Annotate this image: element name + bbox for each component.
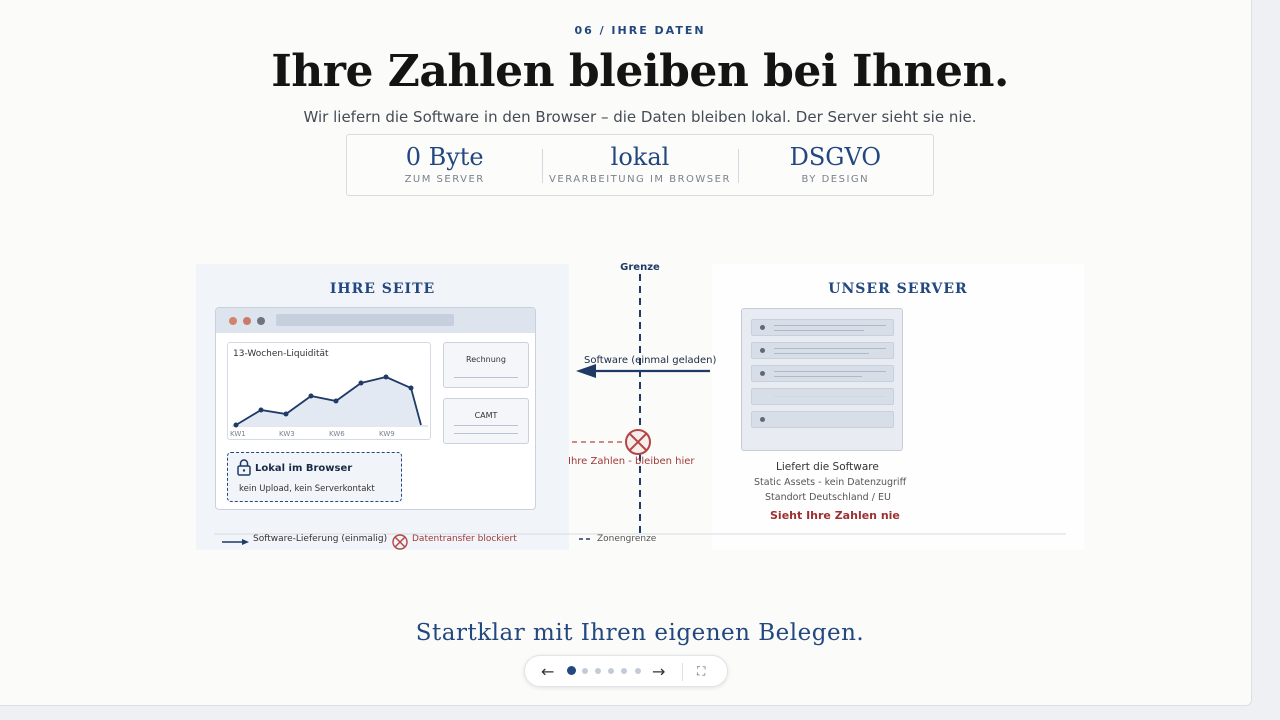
stat-label: ZUM SERVER (404, 174, 485, 185)
zone-title-your-side: IHRE SEITE (329, 281, 436, 297)
data-flow-diagram: IHRE SEITE 13-Wochen-Liquidität (196, 258, 1086, 550)
chart-title: 13-Wochen-Liquidität (233, 349, 329, 359)
window-close-dot-icon (229, 317, 237, 325)
zone-our-server: UNSER SERVER Liefert die Software Static… (712, 264, 1084, 550)
chart-point (333, 398, 339, 404)
liquidity-chart-card: 13-Wochen-Liquidität KW1 (227, 342, 431, 440)
legend-blocked-mark (392, 534, 408, 550)
doc-card-invoice: Rechnung (443, 342, 529, 388)
chart-area (236, 377, 421, 425)
chart-point (233, 422, 239, 428)
pager-dot-5[interactable] (621, 668, 627, 674)
chart-point (358, 380, 364, 386)
page-title: Ihre Zahlen bleiben bei Ihnen. (271, 46, 1009, 97)
pager-dot-3[interactable] (595, 668, 601, 674)
chart-tick: KW1 (230, 430, 246, 438)
stat-label: VERARBEITUNG IM BROWSER (549, 174, 731, 185)
local-box-title: Lokal im Browser (255, 463, 353, 474)
next-slide-button[interactable]: → (652, 662, 666, 681)
server-caption: Liefert die Software (776, 461, 879, 473)
tagline: Startklar mit Ihren eigenen Belegen. (415, 620, 865, 646)
stat-dsgvo: DSGVO BY DESIGN (737, 135, 933, 195)
chart-tick: KW3 (279, 430, 295, 438)
local-processing-box: Lokal im Browser kein Upload, kein Serve… (227, 452, 402, 502)
doc-card-camt: CAMT (443, 398, 529, 444)
doc-line (454, 425, 518, 426)
server-rack (741, 308, 903, 451)
doc-card-label: Rechnung (466, 355, 506, 364)
blocked-data-label: Ihre Zahlen - bleiben hier (568, 456, 695, 467)
slide-pager: ← → ⛶ (524, 655, 728, 687)
stat-value: DSGVO (789, 143, 882, 171)
pager-dot-6[interactable] (635, 668, 641, 674)
window-maximize-dot-icon (257, 317, 265, 325)
prev-slide-button[interactable]: ← (541, 662, 555, 681)
stat-zero-bytes: 0 Byte ZUM SERVER (347, 135, 542, 195)
chart-point (308, 393, 314, 399)
boundary-label: Grenze (620, 262, 660, 273)
stat-value: 0 Byte (405, 143, 484, 171)
software-flow-label: Software (einmal geladen) (584, 355, 717, 366)
chart-point (383, 374, 389, 380)
server-unit (751, 411, 894, 428)
legend-blocked: Datentransfer blockiert (412, 534, 517, 544)
flow-overlay (214, 274, 1066, 550)
lock-icon (237, 459, 251, 476)
zone-your-side: IHRE SEITE 13-Wochen-Liquidität (196, 264, 569, 550)
legend-delivery: Software-Lieferung (einmalig) (253, 534, 388, 544)
page-subtitle: Wir liefern die Software in den Browser … (303, 108, 977, 126)
window-minimize-dot-icon (243, 317, 251, 325)
url-bar (276, 314, 454, 326)
server-led-icon (760, 348, 765, 353)
server-never-sees-data: Sieht Ihre Zahlen nie (770, 509, 900, 522)
pager-dot-4[interactable] (608, 668, 614, 674)
fullscreen-icon[interactable]: ⛶ (697, 664, 706, 678)
local-box-subtitle: kein Upload, kein Serverkontakt (239, 484, 375, 494)
stat-value: lokal (610, 143, 670, 171)
section-eyebrow: 06 / IHRE DATEN (574, 24, 706, 37)
doc-line (454, 377, 518, 378)
zone-title-our-server: UNSER SERVER (828, 281, 968, 297)
doc-card-label: CAMT (474, 411, 498, 420)
chart-point (258, 407, 264, 413)
server-detail-assets: Static Assets - kein Datenzugriff (754, 477, 907, 488)
software-delivery-arrowhead (576, 364, 596, 378)
chart-point (408, 385, 414, 391)
server-led-icon (760, 371, 765, 376)
server-detail-location: Standort Deutschland / EU (765, 492, 891, 503)
server-led-icon (760, 417, 765, 422)
pager-divider (682, 663, 683, 681)
chart-tick: KW9 (379, 430, 395, 438)
chart-point (283, 411, 289, 417)
stat-local: lokal VERARBEITUNG IM BROWSER (542, 135, 737, 195)
browser-titlebar (216, 308, 535, 333)
stats-bar: 0 Byte ZUM SERVER lokal VERARBEITUNG IM … (346, 134, 934, 196)
pager-dot-2[interactable] (582, 668, 588, 674)
server-led-icon (760, 325, 765, 330)
liquidity-chart: KW1 KW3 KW6 KW9 (230, 374, 428, 438)
doc-line (454, 433, 518, 434)
server-unit (751, 365, 894, 382)
slide: 06 / IHRE DATEN Ihre Zahlen bleiben bei … (0, 0, 1252, 706)
pager-dot-1[interactable] (567, 666, 576, 675)
browser-window: 13-Wochen-Liquidität KW1 (215, 307, 536, 510)
server-unit (751, 388, 894, 405)
legend-boundary: Zonengrenze (597, 534, 657, 544)
stat-label: BY DESIGN (801, 174, 870, 185)
server-unit (751, 319, 894, 336)
chart-tick: KW6 (329, 430, 345, 438)
server-unit (751, 342, 894, 359)
